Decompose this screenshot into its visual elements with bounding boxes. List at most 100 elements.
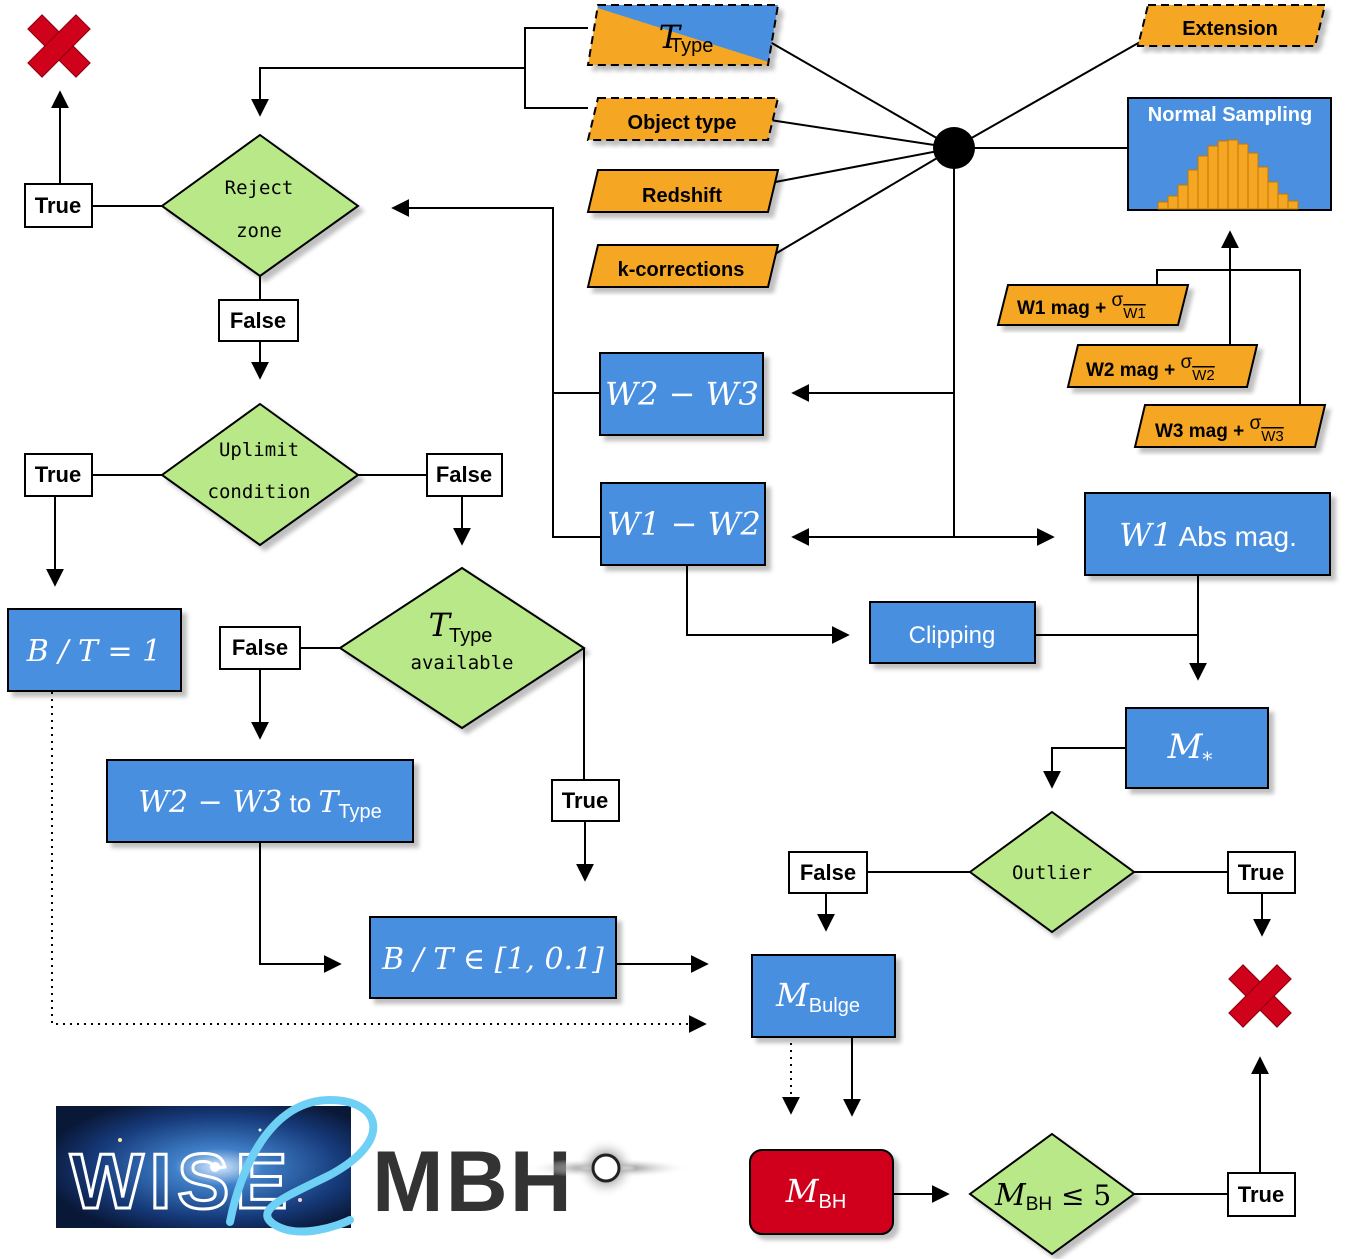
mbh-condition-decision: MBH ≤ 5 bbox=[968, 1132, 1136, 1256]
uplimit-line2: condition bbox=[208, 481, 311, 503]
w1-mag-label: W1 mag + bbox=[1017, 298, 1112, 319]
bt-range-box: B / T ∈ [1, 0.1] bbox=[369, 916, 617, 999]
false-label-uplimit: False bbox=[426, 453, 503, 497]
true-label-reject: True bbox=[24, 183, 93, 228]
w2w3-to-ttype-main: W2 − W3 bbox=[138, 785, 282, 820]
svg-text:MBulge: MBulge bbox=[775, 976, 860, 1017]
w1-mag-input: W1 mag + σW1 bbox=[996, 284, 1190, 326]
w3-mag-label: W3 mag + bbox=[1155, 421, 1250, 442]
ttype-available-sub: Type bbox=[449, 625, 492, 647]
false-label-ttype: False bbox=[219, 626, 301, 670]
ttype-available-decision: T Type available bbox=[338, 566, 586, 730]
true-text-reject: True bbox=[35, 193, 81, 218]
mbh-cond-rest: ≤ 5 bbox=[1052, 1179, 1111, 1212]
normal-sampling-box: Normal Sampling bbox=[1127, 97, 1332, 211]
w2w3-to-ttype-box: W2 − W3 to TType bbox=[106, 759, 414, 843]
kcorrections-label: k-corrections bbox=[618, 259, 745, 281]
svg-text:W2 mag + σW2: W2 mag + σW2 bbox=[1086, 352, 1215, 384]
bt-equals-one-label: B / T = 1 bbox=[26, 634, 162, 669]
mbulge-sub: Bulge bbox=[809, 995, 860, 1017]
svg-text:MBH: MBH bbox=[785, 1172, 847, 1213]
histogram-icon bbox=[1157, 139, 1299, 210]
w2-mag-input: W2 mag + σW2 bbox=[1066, 344, 1259, 388]
kcorrections-input: k-corrections bbox=[586, 244, 780, 288]
ttype-available-line2: available bbox=[411, 652, 514, 674]
redshift-label: Redshift bbox=[642, 185, 722, 207]
false-label-outlier: False bbox=[788, 851, 868, 894]
w2-mag-label: W2 mag + bbox=[1086, 360, 1181, 381]
w1w2-label: W1 − W2 bbox=[607, 505, 761, 543]
bt-range-label: B / T ∈ [1, 0.1] bbox=[381, 942, 604, 977]
uplimit-decision: Uplimit condition bbox=[160, 402, 360, 547]
mbulge-main: M bbox=[775, 976, 810, 1014]
w1-abs-mag-box: W1 Abs mag. bbox=[1084, 492, 1331, 576]
true-label-mbh: True bbox=[1227, 1172, 1296, 1217]
mstar-main: M bbox=[1167, 727, 1204, 767]
ttype-sub: Type bbox=[670, 35, 713, 57]
w1-abs-main: W1 bbox=[1119, 516, 1172, 554]
reject-x-icon bbox=[27, 14, 91, 78]
outlier-decision: Outlier bbox=[968, 810, 1136, 934]
w3-sigma: σ bbox=[1250, 413, 1262, 434]
true-text-ttype: True bbox=[562, 788, 608, 813]
w2w3-box: W2 − W3 bbox=[599, 352, 764, 436]
object-type-input: Object type bbox=[586, 97, 780, 141]
mstar-box: M* bbox=[1125, 707, 1269, 789]
connectors bbox=[46, 27, 1301, 1203]
redshift-input: Redshift bbox=[586, 169, 780, 213]
w1-abs-rest: Abs mag. bbox=[1172, 521, 1297, 552]
false-text-ttype: False bbox=[232, 635, 288, 660]
svg-text:MBH ≤ 5: MBH ≤ 5 bbox=[994, 1178, 1111, 1215]
w1-sigma: σ bbox=[1112, 290, 1124, 311]
w2w3-to-ttype-mid: to bbox=[282, 788, 318, 818]
w3-sigma-sub: W3 bbox=[1261, 428, 1284, 445]
w2-sigma-sub: W2 bbox=[1192, 367, 1215, 384]
ttype-input: T Type bbox=[586, 4, 780, 66]
true-text-mbh: True bbox=[1238, 1182, 1284, 1207]
true-text-uplimit: True bbox=[35, 462, 81, 487]
object-type-label: Object type bbox=[628, 112, 737, 134]
w3-mag-input: W3 mag + σW3 bbox=[1133, 404, 1327, 448]
outlier-label: Outlier bbox=[1012, 862, 1092, 884]
true-text-outlier: True bbox=[1238, 860, 1284, 885]
false-label-reject: False bbox=[218, 299, 299, 342]
uplimit-line1: Uplimit bbox=[219, 439, 299, 461]
mbh-box: MBH bbox=[749, 1149, 894, 1235]
true-label-uplimit: True bbox=[24, 453, 93, 497]
svg-text:W3 mag + σW3: W3 mag + σW3 bbox=[1155, 413, 1284, 445]
reject-x-icon-bottom bbox=[1228, 964, 1292, 1028]
w2w3-to-ttype-sub: Type bbox=[338, 801, 381, 823]
w1-sigma-sub: W1 bbox=[1123, 305, 1146, 322]
reject-zone-line1: Reject bbox=[225, 177, 294, 199]
clipping-label: Clipping bbox=[909, 622, 996, 649]
w2w3-label: W2 − W3 bbox=[605, 375, 759, 413]
false-text-outlier: False bbox=[800, 860, 856, 885]
mbh-sub: BH bbox=[818, 1191, 846, 1213]
false-text-uplimit: False bbox=[436, 462, 492, 487]
mbh-cond-main: M bbox=[994, 1178, 1027, 1213]
true-label-ttype: True bbox=[551, 779, 620, 822]
w1w2-box: W1 − W2 bbox=[600, 482, 766, 566]
mbulge-box: MBulge bbox=[751, 954, 896, 1038]
mbh-cond-sub: BH bbox=[1026, 1194, 1052, 1215]
extension-label: Extension bbox=[1182, 18, 1278, 40]
clipping-box: Clipping bbox=[869, 601, 1036, 664]
ttype-main: T bbox=[659, 18, 683, 56]
mbh-main: M bbox=[785, 1172, 820, 1210]
false-text-reject: False bbox=[230, 308, 286, 333]
normal-sampling-label: Normal Sampling bbox=[1148, 104, 1312, 126]
svg-text:M*: M* bbox=[1167, 727, 1213, 771]
reject-zone-decision: Reject zone bbox=[160, 133, 360, 278]
merge-hub bbox=[933, 127, 975, 169]
svg-text:W1 Abs mag.: W1 Abs mag. bbox=[1119, 516, 1297, 554]
w2w3-to-ttype-t: T bbox=[318, 785, 340, 820]
w2-sigma: σ bbox=[1181, 352, 1193, 373]
ttype-available-main: T bbox=[429, 606, 453, 644]
extension-input: Extension bbox=[1136, 4, 1327, 47]
wise2mbh-logo: WISE MBH bbox=[56, 1095, 690, 1236]
true-label-outlier: True bbox=[1227, 851, 1296, 894]
reject-zone-line2: zone bbox=[236, 220, 282, 242]
svg-text:W2 − W3 to TType: W2 − W3 to TType bbox=[138, 785, 382, 823]
mstar-sub: * bbox=[1202, 747, 1212, 771]
bt-equals-one-box: B / T = 1 bbox=[7, 608, 182, 692]
